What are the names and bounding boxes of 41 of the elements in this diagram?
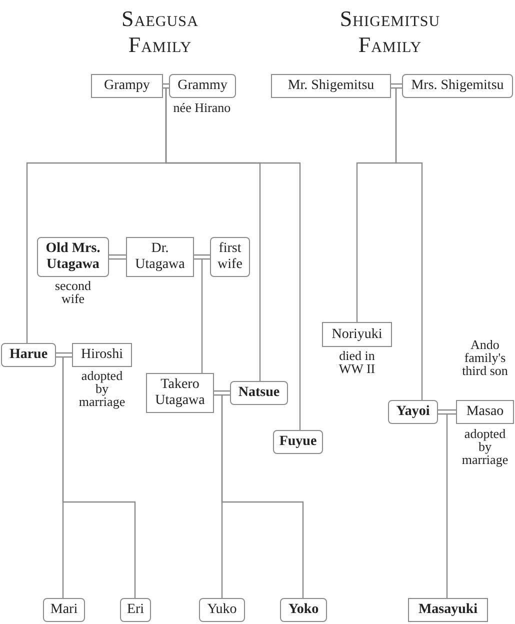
person-box: Yayoi: [388, 400, 438, 424]
marriage-line: [193, 254, 211, 260]
marriage-line: [162, 83, 170, 89]
person-box: Yuko: [199, 598, 245, 622]
descent-line: [62, 357, 136, 598]
descent-line: [201, 259, 203, 373]
marriage-line: [55, 352, 73, 358]
person-box: Masao: [456, 400, 514, 424]
person-note: Ando family's third son: [461, 338, 509, 377]
person-box: Eri: [120, 598, 151, 622]
descent-line: [221, 395, 304, 598]
person-box: Masayuki: [408, 598, 488, 622]
person-box: Old Mrs. Utagawa: [37, 237, 109, 277]
person-box: Takero Utagawa: [146, 373, 214, 413]
person-box: Grammy: [169, 74, 236, 98]
person-box: Noriyuki: [322, 322, 392, 347]
person-note: adopted by marriage: [460, 427, 510, 466]
person-note: adopted by marriage: [78, 369, 126, 408]
descent-line: [446, 414, 448, 598]
marriage-line: [390, 83, 403, 89]
person-box: Fuyue: [273, 430, 323, 454]
person-box: Hiroshi: [72, 343, 132, 367]
family-heading: Shigemitsu Family: [338, 6, 442, 58]
marriage-line: [108, 254, 127, 260]
person-box: Grampy: [91, 74, 163, 98]
descent-line: [165, 88, 301, 430]
marriage-line: [437, 409, 457, 415]
person-box: Yoko: [280, 598, 327, 622]
person-box: Mari: [43, 598, 85, 622]
descent-line: [395, 88, 423, 400]
person-box: Harue: [1, 343, 56, 367]
person-box: Dr. Utagawa: [126, 237, 194, 277]
family-heading: Saegusa Family: [120, 6, 200, 58]
person-box: Mr. Shigemitsu: [271, 74, 391, 98]
person-box: Natsue: [230, 381, 288, 405]
person-box: Mrs. Shigemitsu: [402, 74, 513, 98]
person-note: died in WW II: [338, 349, 376, 375]
person-box: first wife: [210, 237, 250, 277]
person-note: second wife: [54, 279, 92, 305]
person-note: née Hirano: [172, 101, 232, 114]
marriage-line: [213, 390, 231, 396]
